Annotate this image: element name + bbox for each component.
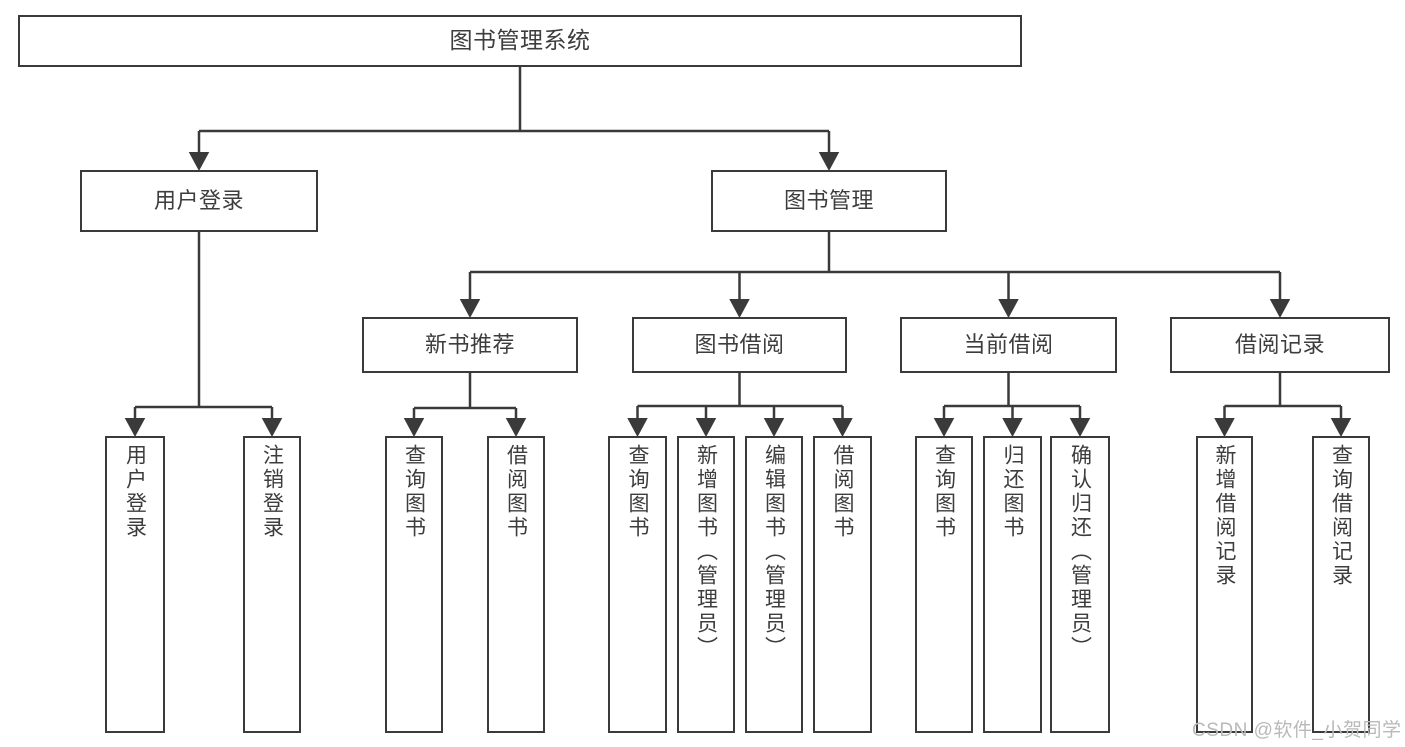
- node-root[interactable]: 图书管理系统: [18, 15, 1022, 67]
- node-new-book-rec[interactable]: 新书推荐: [362, 317, 578, 373]
- node-leaf-borrow-book-2[interactable]: 借阅图书: [813, 436, 872, 733]
- node-book-manage-label: 图书管理: [783, 187, 874, 213]
- node-leaf-return-book[interactable]: 归还图书: [983, 436, 1042, 733]
- node-leaf-query-book-3[interactable]: 查询图书: [915, 436, 973, 733]
- node-leaf-query-record-label: 查询借阅记录: [1329, 444, 1353, 588]
- node-leaf-query-book-3-label: 查询图书: [932, 444, 956, 540]
- node-leaf-add-book[interactable]: 新增图书（管理员）: [677, 436, 735, 733]
- node-new-book-rec-label: 新书推荐: [424, 331, 515, 357]
- node-user-login-label: 用户登录: [153, 187, 244, 213]
- node-leaf-borrow-book-1-label: 借阅图书: [504, 444, 528, 540]
- node-leaf-user-login-label: 用户登录: [123, 444, 147, 540]
- node-leaf-query-book-1[interactable]: 查询图书: [385, 436, 443, 733]
- node-leaf-borrow-book-1[interactable]: 借阅图书: [487, 436, 545, 733]
- node-leaf-add-record-label: 新增借阅记录: [1213, 444, 1236, 588]
- node-leaf-query-book-2[interactable]: 查询图书: [608, 436, 667, 733]
- node-leaf-user-login[interactable]: 用户登录: [105, 436, 165, 733]
- csdn-watermark: CSDN @软件_小贺同学: [1192, 720, 1402, 741]
- node-leaf-edit-book[interactable]: 编辑图书（管理员）: [745, 436, 803, 733]
- node-book-manage[interactable]: 图书管理: [711, 170, 947, 232]
- node-leaf-confirm-return-label: 确认归还（管理员）: [1068, 444, 1092, 660]
- node-current-borrow-label: 当前借阅: [963, 331, 1054, 357]
- node-leaf-query-record[interactable]: 查询借阅记录: [1312, 436, 1370, 733]
- node-leaf-query-book-2-label: 查询图书: [626, 444, 649, 540]
- node-user-login[interactable]: 用户登录: [80, 170, 318, 232]
- node-leaf-add-record[interactable]: 新增借阅记录: [1196, 436, 1253, 733]
- node-borrow-record-label: 借阅记录: [1234, 331, 1325, 357]
- node-leaf-borrow-book-2-label: 借阅图书: [831, 444, 854, 540]
- node-book-borrow[interactable]: 图书借阅: [632, 317, 847, 373]
- node-book-borrow-label: 图书借阅: [694, 331, 785, 357]
- node-root-label: 图书管理系统: [449, 27, 591, 54]
- node-borrow-record[interactable]: 借阅记录: [1170, 317, 1390, 373]
- node-leaf-edit-book-label: 编辑图书（管理员）: [762, 444, 786, 660]
- node-leaf-logout-label: 注销登录: [260, 444, 284, 540]
- node-leaf-return-book-label: 归还图书: [1001, 444, 1024, 540]
- node-current-borrow[interactable]: 当前借阅: [900, 317, 1117, 373]
- node-leaf-query-book-1-label: 查询图书: [402, 444, 426, 540]
- node-leaf-confirm-return[interactable]: 确认归还（管理员）: [1050, 436, 1110, 733]
- node-leaf-add-book-label: 新增图书（管理员）: [694, 444, 718, 660]
- node-leaf-logout[interactable]: 注销登录: [243, 436, 301, 733]
